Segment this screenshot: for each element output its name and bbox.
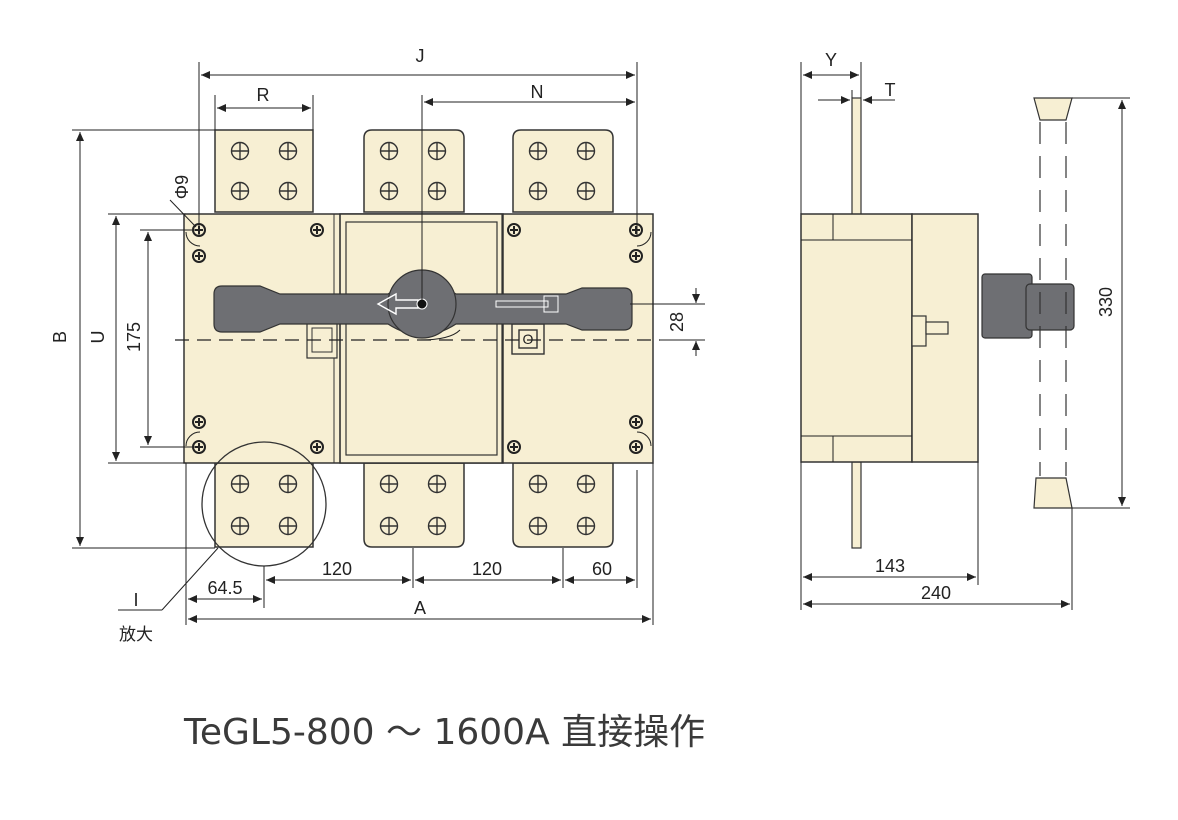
dim-175: 175 [124,322,144,352]
dim-J: J [416,46,425,66]
dim-phi: Φ9 [172,175,192,199]
dimension-labels: J R N Φ9 B U 175 28 120 120 60 64.5 A I … [50,46,1116,645]
dim-N: N [531,82,544,102]
side-body [800,213,913,463]
dim-120-left: 120 [322,559,352,579]
dim-T: T [885,80,896,100]
svg-text:O: O [523,331,534,347]
dim-R: R [257,85,270,105]
operating-handle [213,269,633,341]
dim-240: 240 [921,583,951,603]
dim-A: A [414,598,426,618]
dim-B: B [50,331,70,343]
dim-60: 60 [592,559,612,579]
dim-U: U [88,331,108,344]
top-terminals [214,129,614,213]
enlarge-label: 放大 [119,625,153,645]
bottom-terminals [214,462,614,548]
dim-64-5: 64.5 [207,578,242,598]
dim-120-right: 120 [472,559,502,579]
side-dimensions [800,62,1130,610]
figure-caption: TeGL5-800 ～ 1600A 直接操作 [183,712,705,753]
front-dimensions [72,62,705,625]
dim-143: 143 [875,556,905,576]
dim-28: 28 [667,312,687,332]
dim-Y: Y [825,50,837,70]
front-view: O [175,129,660,567]
dim-I: I [133,590,138,610]
dim-330: 330 [1096,287,1116,317]
side-view [800,97,1075,549]
